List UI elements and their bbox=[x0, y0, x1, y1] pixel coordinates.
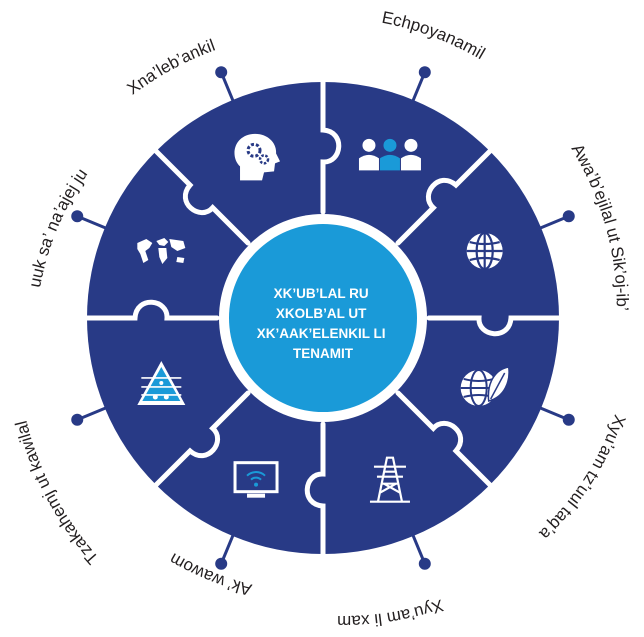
center-title-line-1: XK’UB’LAL RU bbox=[274, 286, 369, 301]
segment-label-6: Chipuuk sa’ na’ajej junjunq bbox=[0, 0, 91, 289]
head-gears-icon bbox=[234, 133, 281, 181]
segment-label-2: Xyu’am tz’uul taq’a bbox=[535, 412, 629, 543]
segment-divider bbox=[395, 147, 494, 246]
segment-divider bbox=[304, 421, 326, 559]
segment-divider bbox=[426, 315, 564, 337]
connector-dot bbox=[71, 413, 84, 426]
center-title-line-4: TENAMIT bbox=[293, 346, 354, 361]
center-title-line-3: XK’AAK’ELENKIL LI bbox=[257, 326, 386, 341]
center-title: XK’UB’LAL RU XKOLB’AL UT XK’AAK’ELENKIL … bbox=[257, 286, 390, 361]
segment-label-4: Ak’ wawom bbox=[166, 549, 253, 599]
connector-dot bbox=[562, 210, 575, 223]
segment-label-3: Xyu’am li xam bbox=[337, 596, 446, 631]
segment-divider bbox=[82, 299, 220, 321]
center-circle bbox=[229, 224, 417, 412]
connector-dot bbox=[418, 66, 431, 79]
center-title-line-2: XKOLB’AL UT bbox=[276, 306, 367, 321]
segment-label-5: Tzakahemj ut kawilal bbox=[12, 419, 103, 568]
connector-dot bbox=[418, 557, 431, 570]
segment-icons bbox=[137, 133, 510, 503]
connector-stems bbox=[71, 66, 575, 570]
wifi-monitor-icon bbox=[233, 461, 279, 498]
people-group-icon bbox=[358, 138, 421, 171]
connector-dot bbox=[71, 210, 84, 223]
segment-label-1: Awa’b’ejilal ut Sik’oj-ib’ bbox=[568, 141, 632, 311]
segment-label-7: Xna’leb’ankil bbox=[124, 36, 218, 99]
globe-icon bbox=[466, 231, 503, 271]
segment-divider bbox=[152, 390, 251, 489]
segment-divider bbox=[152, 147, 251, 246]
segment-divider bbox=[395, 390, 494, 489]
segment-divider bbox=[320, 77, 342, 215]
connector-dot bbox=[215, 557, 228, 570]
connector-dot bbox=[215, 66, 228, 79]
food-pyramid-icon bbox=[137, 360, 186, 405]
connector-dot bbox=[562, 413, 575, 426]
power-tower-icon bbox=[369, 456, 410, 503]
segment-label-0: Echpoyanamil bbox=[380, 8, 488, 63]
world-map-icon bbox=[137, 238, 186, 265]
globe-leaf-icon bbox=[460, 366, 510, 407]
